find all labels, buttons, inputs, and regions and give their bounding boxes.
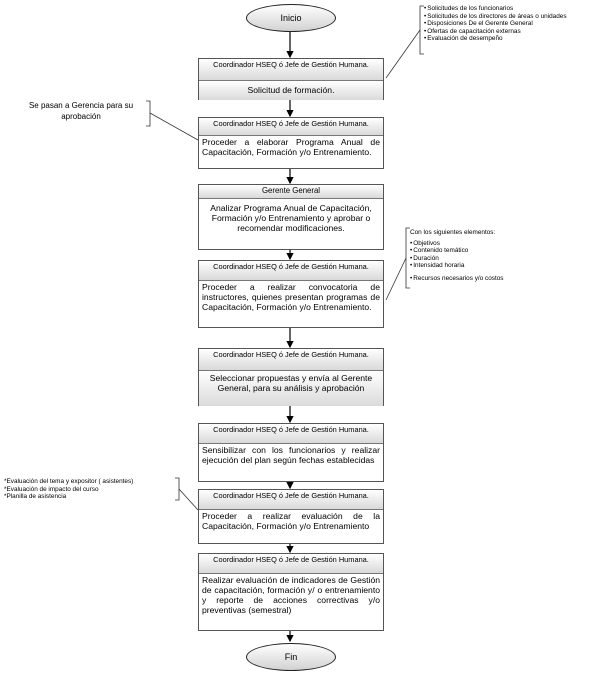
step-role: Coordinador HSEQ ó Jefe de Gestión Human… — [199, 118, 383, 136]
step-call-instructors: Coordinador HSEQ ó Jefe de Gestión Human… — [198, 260, 384, 328]
approval-bracket — [146, 100, 151, 127]
start-terminal: Inicio — [246, 4, 336, 32]
source-item: Ofertas de capacitación externas — [424, 28, 574, 36]
element-item: Duración — [410, 255, 550, 263]
sources-pointer — [385, 29, 421, 79]
step-task: Analizar Programa Anual de Capacitación,… — [210, 203, 372, 233]
step-role: Coordinador HSEQ ó Jefe de Gestión Human… — [199, 490, 383, 510]
step-task: Proceder a realizar convocatoria de inst… — [202, 282, 380, 312]
approval-note: Se pasan a Gerencia para su aprobación — [14, 100, 148, 122]
element-item: Objetivos — [410, 240, 550, 248]
source-item: Evaluación de desempeño — [424, 35, 574, 43]
evaluation-item: *Evaluación del tema y expositor ( asist… — [4, 478, 134, 485]
end-label: Fin — [284, 652, 298, 662]
step-role: Coordinador HSEQ ó Jefe de Gestión Human… — [199, 424, 383, 444]
elements-note: Con los siguientes elementos: Objetivos … — [410, 229, 550, 283]
source-item: Solicitudes de los funcionarios — [424, 5, 574, 13]
approval-text: Se pasan a Gerencia para su aprobación — [28, 101, 134, 121]
step-request-training: Coordinador HSEQ ó Jefe de Gestión Human… — [198, 58, 384, 100]
evaluation-pointer — [178, 488, 199, 511]
step-elaborate-program: Coordinador HSEQ ó Jefe de Gestión Human… — [198, 117, 384, 169]
end-terminal: Fin — [246, 643, 336, 671]
step-select-proposals: Coordinador HSEQ ó Jefe de Gestión Human… — [198, 348, 384, 406]
approval-pointer — [149, 112, 199, 141]
sources-note: Solicitudes de los funcionarios Solicitu… — [424, 5, 574, 43]
step-task: Solicitud de formación. — [199, 81, 383, 100]
step-task: Realizar evaluación de indicadores de Ge… — [202, 575, 380, 615]
evaluation-item: *Planilla de asistencia — [4, 493, 67, 501]
step-task: Proceder a realizar evaluación de la Cap… — [202, 511, 380, 531]
step-sensitize-execute: Coordinador HSEQ ó Jefe de Gestión Human… — [198, 423, 384, 482]
step-role: Coordinador HSEQ ó Jefe de Gestión Human… — [199, 554, 383, 574]
start-label: Inicio — [280, 13, 302, 23]
element-item: Intensidad horaria — [410, 262, 550, 270]
step-role: Gerente General — [199, 185, 383, 199]
step-evaluate-indicators: Coordinador HSEQ ó Jefe de Gestión Human… — [198, 553, 384, 631]
step-analyze-program: Gerente General Analizar Programa Anual … — [198, 184, 384, 250]
element-item: Contenido temático — [410, 247, 550, 255]
step-role: Coordinador HSEQ ó Jefe de Gestión Human… — [199, 349, 383, 371]
source-item: Disposiciones De el Gerente General — [424, 20, 574, 28]
step-task: Proceder a elaborar Programa Anual de Ca… — [202, 137, 380, 157]
evaluation-item: *Evaluación de impacto del curso — [4, 485, 99, 493]
elements-title: Con los siguientes elementos: — [410, 229, 496, 236]
elements-pointer — [385, 257, 407, 301]
step-role: Coordinador HSEQ ó Jefe de Gestión Human… — [199, 59, 383, 81]
source-item: Solicitudes de los directores de áreas o… — [424, 13, 574, 21]
element-item: Recursos necesarios y/o costos — [410, 275, 550, 283]
step-task: Sensibilizar con los funcionarios y real… — [202, 445, 380, 465]
evaluation-note: *Evaluación del tema y expositor ( asist… — [4, 478, 176, 501]
step-task: Seleccionar propuestas y envía al Gerent… — [199, 371, 383, 406]
step-role: Coordinador HSEQ ó Jefe de Gestión Human… — [199, 261, 383, 281]
step-evaluate-training: Coordinador HSEQ ó Jefe de Gestión Human… — [198, 489, 384, 544]
